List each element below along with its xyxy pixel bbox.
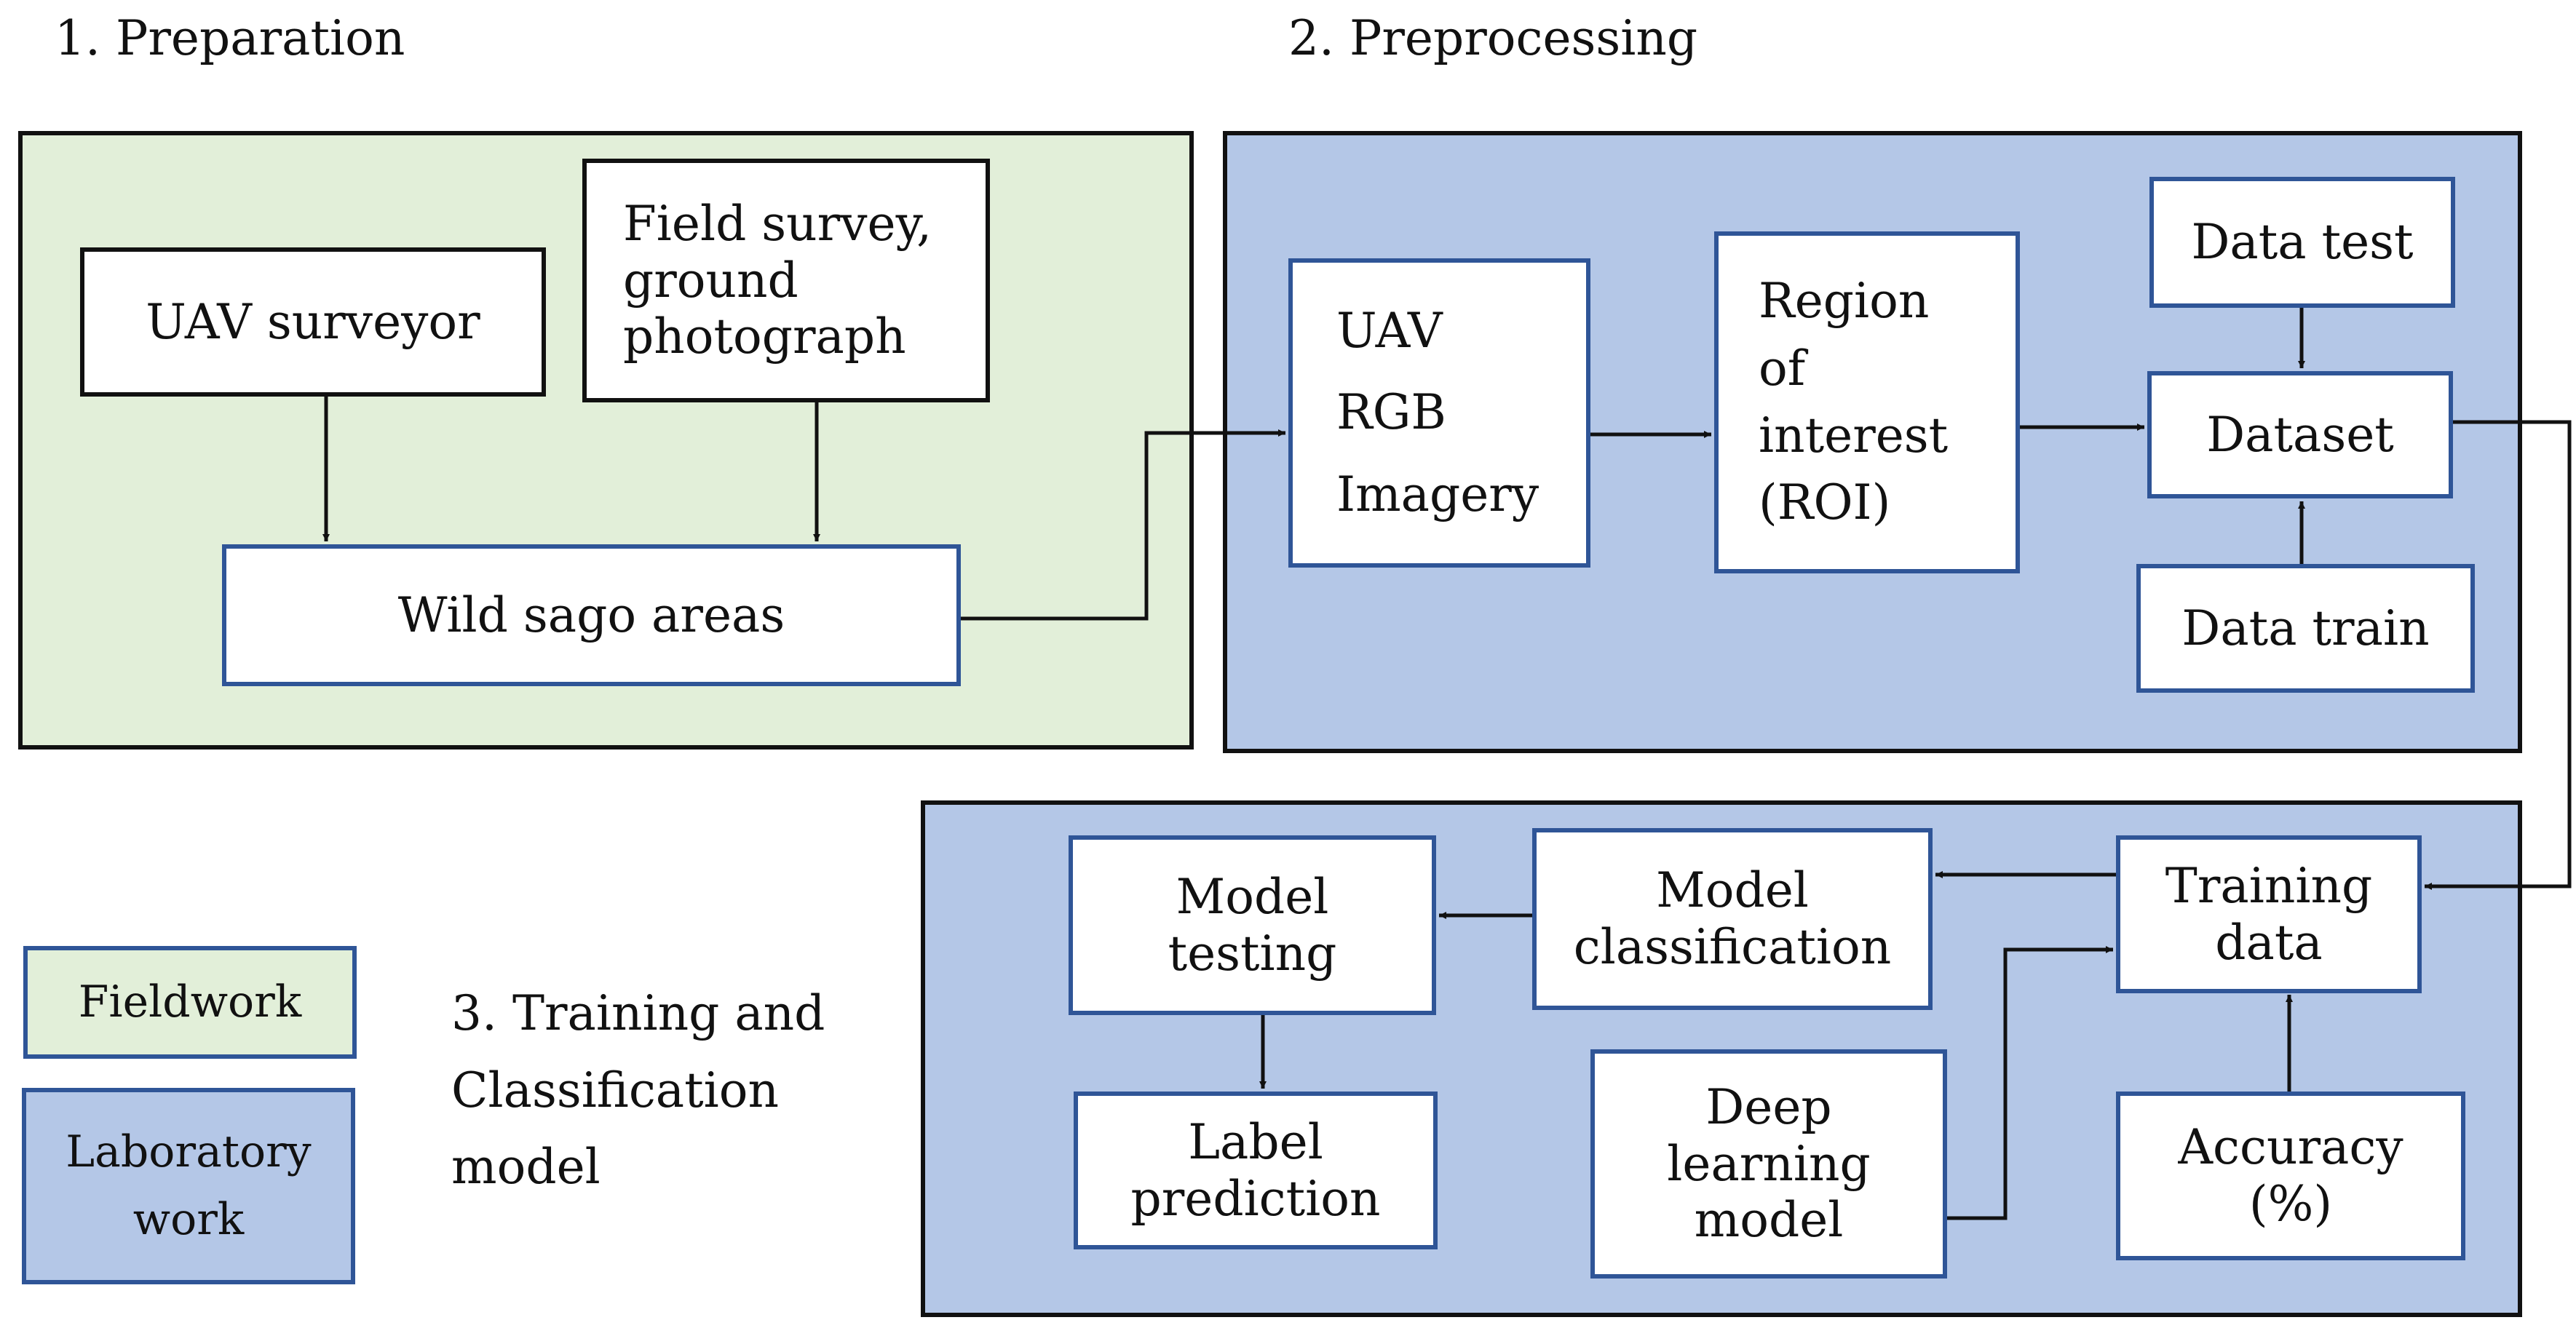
field-survey-box: Field survey, ground photograph [582, 159, 990, 402]
accuracy-box: Accuracy (%) [2116, 1092, 2465, 1260]
legend-laboratory-work: Laboratory work [22, 1088, 355, 1284]
dataset-box: Dataset [2147, 371, 2453, 498]
data-test-box: Data test [2149, 177, 2455, 308]
uav-surveyor-box: UAV surveyor [80, 247, 546, 397]
roi-box: Region of interest (ROI) [1714, 231, 2020, 573]
uav-rgb-imagery-box: UAV RGB Imagery [1288, 258, 1590, 568]
model-classification-box: Model classification [1532, 828, 1933, 1010]
legend-fieldwork: Fieldwork [23, 946, 357, 1059]
preparation-title: 1. Preparation [55, 10, 405, 66]
training-title: 3. Training and Classification model [451, 985, 825, 1196]
data-train-box: Data train [2136, 564, 2475, 693]
training-data-box: Training data [2116, 835, 2422, 993]
wild-sago-areas-box: Wild sago areas [222, 544, 961, 686]
model-testing-box: Model testing [1069, 835, 1436, 1015]
label-prediction-box: Label prediction [1074, 1092, 1438, 1249]
preprocessing-title: 2. Preprocessing [1288, 10, 1698, 66]
deep-learning-model-box: Deep learning model [1590, 1049, 1947, 1279]
